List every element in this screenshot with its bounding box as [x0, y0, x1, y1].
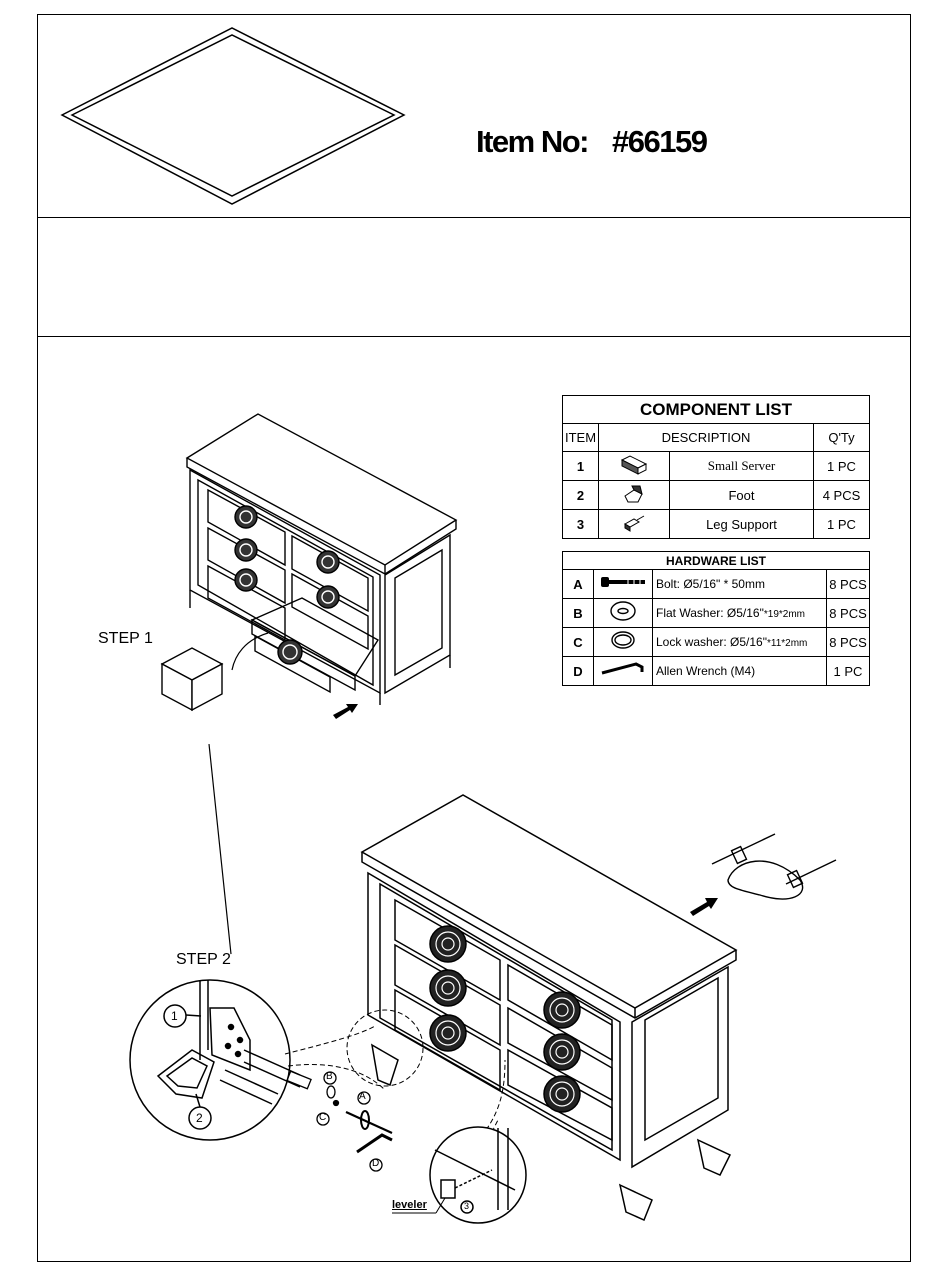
step2-server-drawing — [362, 795, 736, 1220]
box-drawing — [162, 648, 222, 710]
hardware-row: A Bolt: Ø5/16" * 50mm 8 PCS — [563, 570, 870, 599]
callout-3: 3 — [464, 1201, 469, 1211]
hardware-description-size: *11*2mm — [767, 638, 807, 649]
hardware-description-size: *19*2mm — [764, 609, 805, 620]
hardware-description: Bolt: Ø5/16" * 50mm — [653, 570, 827, 599]
hardware-description: Allen Wrench (M4) — [653, 657, 827, 686]
panel-outline-drawing — [62, 28, 404, 204]
step1-server-drawing — [187, 414, 456, 705]
hardware-description-main: Flat Washer: Ø5/16" — [656, 606, 764, 620]
hardware-row: B Flat Washer: Ø5/16"*19*2mm 8 PCS — [563, 599, 870, 628]
component-row: 1 Small Server 1 PC — [563, 452, 870, 481]
step-connector-line — [209, 744, 231, 954]
hardware-list-table: HARDWARE LIST A Bolt: Ø5/16" * 50mm 8 PC… — [562, 551, 870, 686]
hardware-qty: 8 PCS — [827, 599, 870, 628]
foot-icon — [599, 481, 670, 510]
hardware-description: Flat Washer: Ø5/16"*19*2mm — [653, 599, 827, 628]
component-list-title: COMPONENT LIST — [563, 396, 870, 424]
leveler-label: leveler — [392, 1199, 427, 1211]
component-item-number: 1 — [563, 452, 599, 481]
callout-d: D — [372, 1158, 379, 1169]
hardware-qty: 8 PCS — [827, 570, 870, 599]
server-block-icon — [599, 452, 670, 481]
step2-label: STEP 2 — [176, 951, 231, 969]
item-number-heading: Item No: #66159 — [476, 124, 706, 160]
hardware-row: C Lock washer: Ø5/16"*11*2mm 8 PCS — [563, 628, 870, 657]
hardware-letter: B — [563, 599, 594, 628]
component-row: 3 Leg Support 1 PC — [563, 510, 870, 539]
hardware-letter: C — [563, 628, 594, 657]
component-qty: 1 PC — [814, 452, 870, 481]
step1-arrow-icon — [333, 704, 358, 719]
callout-2: 2 — [196, 1111, 203, 1125]
hardware-letter: D — [563, 657, 594, 686]
flat-washer-icon — [594, 599, 653, 628]
hardware-letter: A — [563, 570, 594, 599]
callout-b: B — [326, 1071, 333, 1082]
item-label: Item No: — [476, 124, 588, 159]
hardware-qty: 1 PC — [827, 657, 870, 686]
allen-wrench-icon — [594, 657, 653, 686]
leg-support-icon — [599, 510, 670, 539]
callout-c: C — [319, 1112, 326, 1123]
component-item-number: 3 — [563, 510, 599, 539]
bolt-icon — [594, 570, 653, 599]
callout-a: A — [359, 1091, 366, 1102]
component-qty: 1 PC — [814, 510, 870, 539]
hardware-list-title: HARDWARE LIST — [563, 552, 870, 570]
component-description: Foot — [670, 481, 814, 510]
exploded-hardware — [287, 1071, 392, 1171]
hardware-qty: 8 PCS — [827, 628, 870, 657]
step1-label: STEP 1 — [98, 630, 153, 648]
callout-1: 1 — [171, 1009, 178, 1023]
col-item-header: ITEM — [563, 424, 599, 452]
component-description: Leg Support — [670, 510, 814, 539]
lock-washer-icon — [594, 628, 653, 657]
col-qty-header: Q'Ty — [814, 424, 870, 452]
component-item-number: 2 — [563, 481, 599, 510]
col-description-header: DESCRIPTION — [599, 424, 814, 452]
hardware-description-main: Lock washer: Ø5/16" — [656, 635, 767, 649]
component-qty: 4 PCS — [814, 481, 870, 510]
component-description: Small Server — [670, 452, 814, 481]
leg-support-assembly-drawing — [712, 834, 836, 899]
hardware-row: D Allen Wrench (M4) 1 PC — [563, 657, 870, 686]
component-row: 2 Foot 4 PCS — [563, 481, 870, 510]
item-number: #66159 — [612, 124, 706, 159]
foot-detail-magnifier — [130, 980, 300, 1140]
step2-arrow-icon — [690, 898, 718, 916]
hardware-description: Lock washer: Ø5/16"*11*2mm — [653, 628, 827, 657]
component-list-table: COMPONENT LIST ITEM DESCRIPTION Q'Ty 1 S… — [562, 395, 870, 539]
